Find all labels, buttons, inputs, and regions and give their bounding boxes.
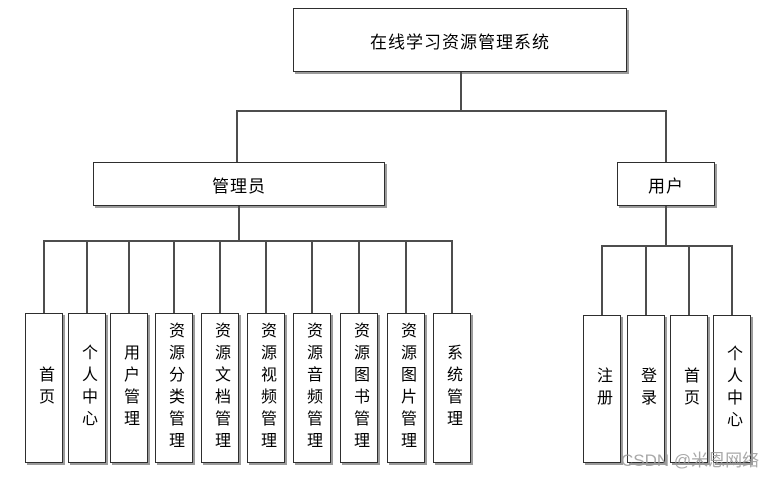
connector-admin-stub-5 xyxy=(219,240,221,313)
admin-leaf-resource-document-management: 资源文档管理 xyxy=(201,313,239,463)
admin-leaf-user-management: 用户管理 xyxy=(110,313,148,463)
admin-leaf-resource-category-management-label: 资源分类管理 xyxy=(166,322,183,454)
connector-admin-drop xyxy=(236,110,238,162)
connector-admin-stem xyxy=(238,206,240,240)
admin-leaf-user-management-label: 用户管理 xyxy=(121,344,138,432)
admin-leaf-system-management-label: 系统管理 xyxy=(444,344,461,432)
node-user-label: 用户 xyxy=(648,176,684,196)
user-leaf-register: 注册 xyxy=(583,315,621,463)
admin-leaf-resource-video-management: 资源视频管理 xyxy=(247,313,285,463)
admin-leaf-resource-video-management-label: 资源视频管理 xyxy=(258,322,275,454)
admin-leaf-resource-document-management-label: 资源文档管理 xyxy=(212,322,229,454)
user-leaf-login: 登录 xyxy=(627,315,665,463)
connector-user-stem xyxy=(665,206,667,245)
connector-admin-stub-3 xyxy=(128,240,130,313)
connector-user-stub-3 xyxy=(688,245,690,315)
user-leaf-profile-label: 个人中心 xyxy=(724,345,741,433)
user-leaf-register-label: 注册 xyxy=(594,367,611,411)
admin-leaf-resource-book-management-label: 资源图书管理 xyxy=(351,322,368,454)
node-root: 在线学习资源管理系统 xyxy=(293,8,627,72)
admin-leaf-resource-image-management-label: 资源图片管理 xyxy=(398,322,415,454)
user-leaf-profile: 个人中心 xyxy=(713,315,751,463)
admin-leaf-resource-book-management: 资源图书管理 xyxy=(340,313,378,463)
connector-user-stub-1 xyxy=(601,245,603,315)
node-admin: 管理员 xyxy=(93,162,385,206)
admin-leaf-home: 首页 xyxy=(25,313,63,463)
user-leaf-home: 首页 xyxy=(670,315,708,463)
connector-admin-stub-4 xyxy=(173,240,175,313)
connector-user-stub-2 xyxy=(645,245,647,315)
admin-leaf-resource-audio-management: 资源音频管理 xyxy=(293,313,331,463)
connector-user-drop xyxy=(665,110,667,162)
connector-admin-rail xyxy=(43,240,453,242)
connector-admin-stub-6 xyxy=(265,240,267,313)
connector-user-stub-4 xyxy=(731,245,733,315)
admin-leaf-home-label: 首页 xyxy=(36,366,53,410)
connector-split-horizontal xyxy=(236,110,667,112)
admin-leaf-profile-label: 个人中心 xyxy=(79,344,96,432)
user-leaf-home-label: 首页 xyxy=(681,367,698,411)
connector-admin-stub-10 xyxy=(451,240,453,313)
user-leaf-login-label: 登录 xyxy=(638,367,655,411)
connector-root-vertical xyxy=(460,72,462,111)
admin-leaf-resource-image-management: 资源图片管理 xyxy=(387,313,425,463)
admin-leaf-resource-category-management: 资源分类管理 xyxy=(155,313,193,463)
connector-admin-stub-9 xyxy=(405,240,407,313)
node-user: 用户 xyxy=(617,162,715,206)
node-admin-label: 管理员 xyxy=(212,176,266,196)
admin-leaf-resource-audio-management-label: 资源音频管理 xyxy=(304,322,321,454)
admin-leaf-profile: 个人中心 xyxy=(68,313,106,463)
connector-user-rail xyxy=(601,245,733,247)
connector-admin-stub-7 xyxy=(311,240,313,313)
node-root-label: 在线学习资源管理系统 xyxy=(370,32,550,52)
admin-leaf-system-management: 系统管理 xyxy=(433,313,471,463)
connector-admin-stub-8 xyxy=(358,240,360,313)
connector-admin-stub-1 xyxy=(43,240,45,313)
connector-admin-stub-2 xyxy=(86,240,88,313)
